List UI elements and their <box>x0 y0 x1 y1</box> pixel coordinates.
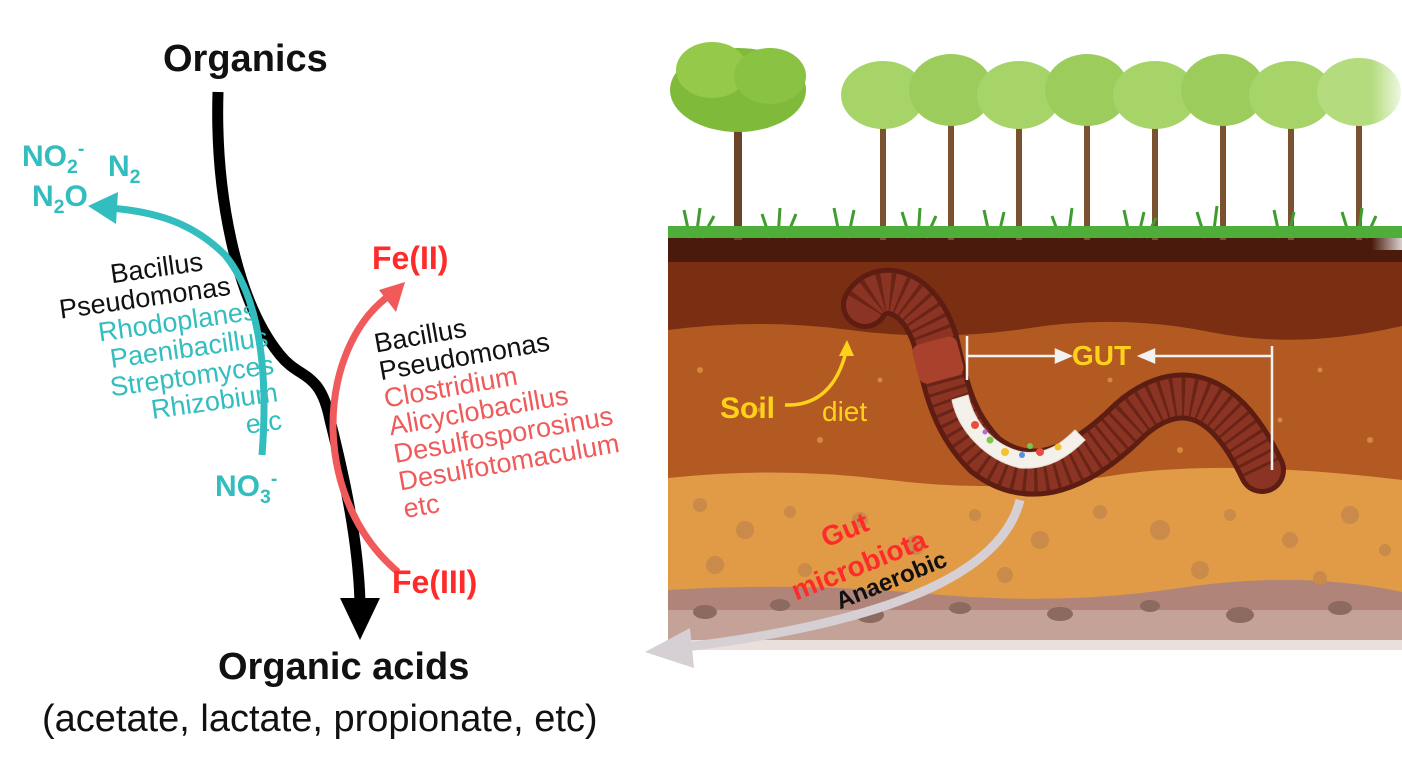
ferric-iron-label: Fe(III) <box>392 564 478 600</box>
nitrate-reduction-arrow <box>109 204 268 456</box>
nitrous-oxide-label: N2O <box>32 180 88 218</box>
anaerobic-arrow <box>645 498 1025 668</box>
gut-particles <box>971 421 1062 458</box>
gut-label: GUT <box>1072 340 1132 371</box>
gut-span-marker <box>965 336 1274 470</box>
organic-acids-examples: (acetate, lactate, propionate, etc) <box>42 698 598 740</box>
iron-arrowhead <box>379 282 405 312</box>
grass-strip <box>668 226 1402 238</box>
soil-label: Soil <box>720 392 776 425</box>
dinitrogen-label: N2 <box>108 150 141 188</box>
soil-diet-arrow <box>784 340 854 407</box>
soil-layer-2 <box>668 321 1402 490</box>
main-flow-arrowhead <box>340 598 380 640</box>
earthworm <box>841 267 1286 497</box>
organics-label: Organics <box>163 38 328 80</box>
nitrate-reducer-taxa: Bacillus Pseudomonas Rhodoplanes Paeniba… <box>9 238 296 469</box>
nitrate-label: NO3- <box>215 468 278 508</box>
nitrate-arrowhead <box>88 192 118 224</box>
pebbles <box>693 498 1391 585</box>
organic-acids-label: Organic acids <box>218 646 470 688</box>
ferrous-iron-label: Fe(II) <box>372 240 449 276</box>
nitrite-label: NO2- <box>22 138 85 178</box>
iron-reduction-arrow <box>329 292 401 575</box>
soil-layers <box>668 228 1402 650</box>
tree <box>670 42 806 240</box>
diet-label: diet <box>822 396 868 427</box>
